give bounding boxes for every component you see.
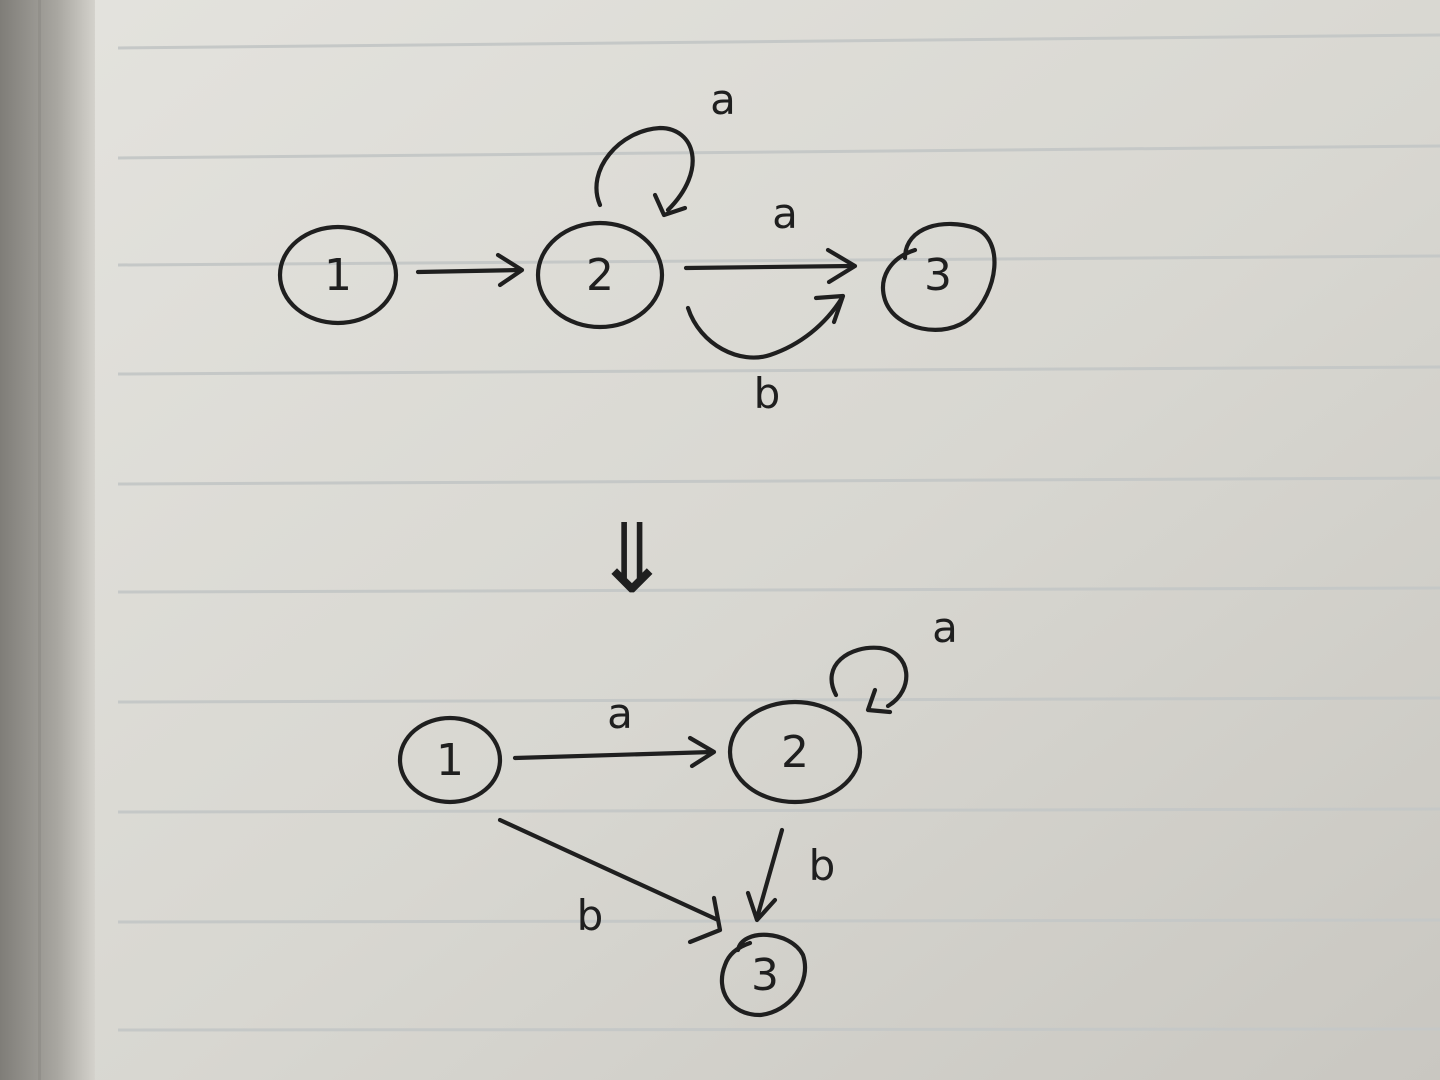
arrow-line	[415, 267, 523, 275]
binding-shadow	[0, 0, 95, 1080]
bottom-diagram: 1 a 2 a b	[397, 603, 958, 1018]
rule-line	[117, 33, 1440, 50]
rule-line	[117, 696, 1440, 704]
arrow-head	[687, 895, 723, 945]
state-circle	[277, 224, 399, 326]
edge-label: a	[772, 189, 798, 238]
bottom-node-2: 2	[727, 699, 863, 805]
ruled-lines	[117, 33, 1440, 1032]
rule-line	[117, 807, 1440, 814]
top-node-1: 1	[277, 224, 399, 326]
arrow-head	[652, 192, 688, 218]
edge-label: a	[932, 603, 958, 652]
rule-line	[117, 476, 1440, 486]
rule-line	[117, 1027, 1440, 1032]
state-label: 1	[436, 735, 464, 786]
state-label: 3	[751, 950, 779, 1001]
arrow-head	[495, 252, 525, 288]
arrow-head	[825, 247, 858, 285]
loop-line	[829, 645, 909, 709]
arrow-head	[813, 293, 846, 325]
bottom-edge-1-3: b	[497, 817, 723, 945]
state-circle	[880, 221, 997, 332]
rule-line	[117, 365, 1440, 376]
top-diagram: 1 2 a a	[277, 75, 997, 418]
bottom-node-1: 1	[397, 715, 503, 805]
arrow-line	[754, 827, 785, 921]
state-label: 2	[781, 727, 809, 778]
arrow-head	[687, 735, 717, 769]
rule-line	[117, 586, 1440, 594]
top-node-2: 2	[535, 220, 665, 330]
rule-line	[117, 144, 1440, 160]
arrow-line	[512, 749, 715, 761]
page-edge	[38, 0, 41, 1080]
edge-label: b	[809, 841, 836, 890]
double-down-arrow-icon: ⇓	[592, 503, 672, 615]
edge-label: a	[710, 75, 736, 124]
arrow-line	[683, 263, 855, 271]
edge-label: b	[577, 891, 604, 940]
arrow-head	[865, 687, 893, 715]
bottom-node-3: 3	[719, 932, 807, 1018]
state-label: 3	[924, 250, 952, 301]
arrow-head	[745, 890, 778, 923]
arrow-line	[685, 295, 845, 360]
top-node-3: 3	[880, 221, 997, 332]
state-circle	[719, 932, 807, 1018]
transform-arrow: ⇓	[592, 503, 672, 615]
top-edge-2-3-a: a	[683, 189, 858, 285]
state-label: 1	[324, 250, 352, 301]
state-circle	[727, 699, 863, 805]
edge-label: b	[754, 369, 781, 418]
top-edge-2-3-b: b	[685, 293, 846, 418]
top-edge-2-2: a	[594, 75, 736, 218]
edge-label: a	[607, 689, 633, 738]
rule-line	[117, 254, 1440, 267]
bottom-edge-2-3: b	[745, 827, 836, 923]
top-edge-1-2	[415, 252, 525, 288]
state-circle	[397, 715, 503, 805]
arrow-line	[497, 817, 721, 923]
bottom-edge-1-2: a	[512, 689, 717, 769]
state-label: 2	[586, 250, 614, 301]
bottom-edge-2-2: a	[829, 603, 958, 715]
loop-line	[594, 125, 695, 213]
state-circle	[535, 220, 665, 330]
rule-line	[117, 918, 1440, 924]
